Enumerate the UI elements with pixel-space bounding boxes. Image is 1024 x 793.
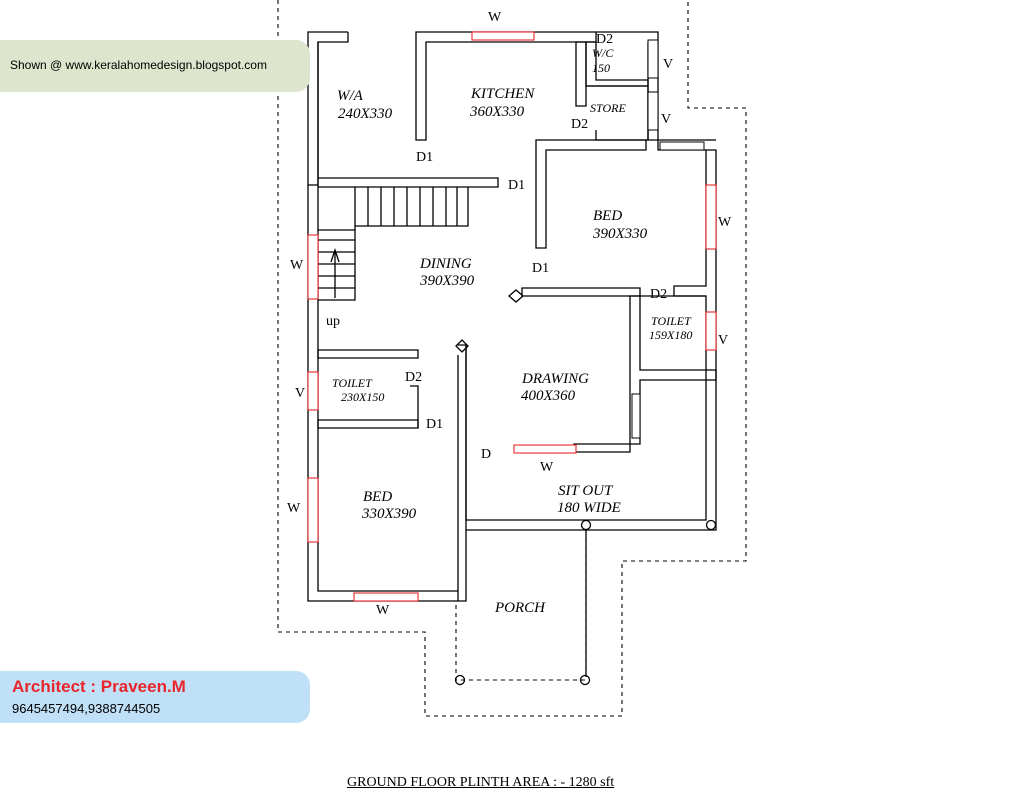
room-dining-name: DINING xyxy=(419,256,472,272)
room-wa-name: W/A xyxy=(337,88,364,104)
mark-d2: D2 xyxy=(650,287,667,302)
room-bed-bottom-size: 330X390 xyxy=(361,506,417,522)
room-toilet-right-size: 159X180 xyxy=(649,328,692,342)
mark-w: W xyxy=(488,10,502,25)
mark-d2: D2 xyxy=(571,117,588,132)
mark-up: up xyxy=(326,314,340,329)
room-sitout-name: SIT OUT xyxy=(558,483,614,499)
room-drawing-name: DRAWING xyxy=(521,371,589,387)
room-toilet-right-name: TOILET xyxy=(651,314,692,328)
room-porch-name: PORCH xyxy=(494,600,546,616)
room-wc-size: 150 xyxy=(592,61,610,75)
architect-phone: 9645457494,9388744505 xyxy=(12,701,161,716)
architect-name: Architect : Praveen.M xyxy=(12,677,186,696)
mark-w: W xyxy=(718,215,732,230)
room-bed-bottom-name: BED xyxy=(363,489,392,505)
credit-banner: Shown @ www.keralahomedesign.blogspot.co… xyxy=(0,40,310,92)
ventilators xyxy=(631,39,705,439)
mark-d1: D1 xyxy=(426,417,443,432)
room-sitout-size: 180 WIDE xyxy=(557,500,621,516)
porch-outline xyxy=(455,530,587,681)
mark-d: D xyxy=(481,447,491,462)
mark-v: V xyxy=(661,112,671,127)
room-drawing-size: 400X360 xyxy=(521,388,576,404)
staircase xyxy=(318,187,469,301)
mark-d1: D1 xyxy=(508,178,525,193)
mark-v: V xyxy=(718,333,728,348)
mark-d1: D1 xyxy=(532,261,549,276)
mark-w: W xyxy=(540,460,554,475)
room-bed-top-name: BED xyxy=(593,208,622,224)
mark-d2: D2 xyxy=(405,370,422,385)
room-bed-top-size: 390X330 xyxy=(592,226,648,242)
plot-boundary xyxy=(277,0,747,717)
mark-w: W xyxy=(376,603,390,618)
credit-text: Shown @ www.keralahomedesign.blogspot.co… xyxy=(10,58,267,72)
mark-d1: D1 xyxy=(416,150,433,165)
mark-w: W xyxy=(290,258,304,273)
room-toilet-left-name: TOILET xyxy=(332,376,373,390)
mark-w: W xyxy=(287,501,301,516)
room-kitchen-name: KITCHEN xyxy=(470,86,535,102)
room-wc-name: W/C xyxy=(592,46,614,60)
mark-v: V xyxy=(295,386,305,401)
plinth-area-caption: GROUND FLOOR PLINTH AREA : - 1280 sft xyxy=(347,775,615,790)
mark-v: V xyxy=(663,57,673,72)
room-kitchen-size: 360X330 xyxy=(469,104,525,120)
architect-banner: Architect : Praveen.M 9645457494,9388744… xyxy=(0,671,310,723)
room-dining-size: 390X390 xyxy=(419,273,475,289)
room-wa-size: 240X330 xyxy=(338,106,393,122)
mark-d2: D2 xyxy=(596,32,613,47)
room-store-name: STORE xyxy=(590,101,626,115)
windows xyxy=(307,31,717,602)
room-toilet-left-size: 230X150 xyxy=(341,390,384,404)
